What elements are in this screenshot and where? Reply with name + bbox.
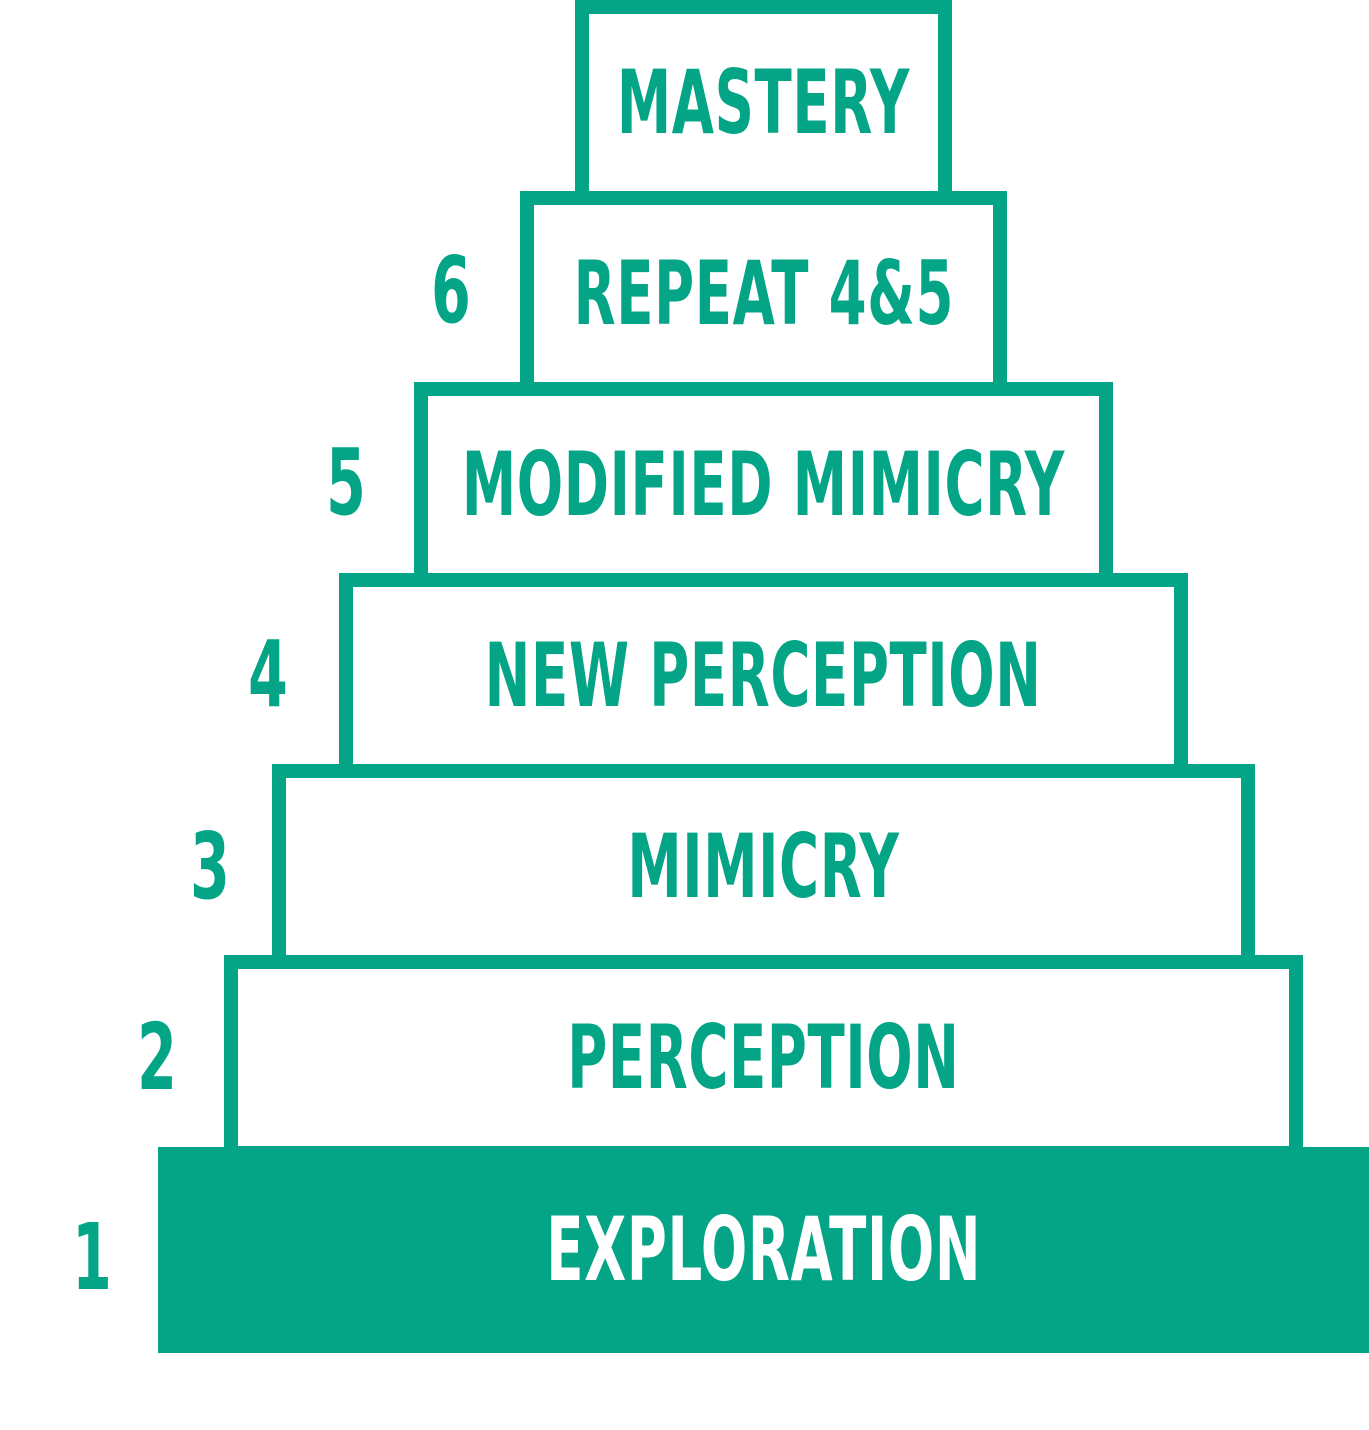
step-label: PERCEPTION: [567, 1005, 960, 1109]
step-mastery: MASTERY: [575, 0, 952, 205]
step-number: 4: [248, 621, 288, 728]
step-mimicry: MIMICRY: [272, 764, 1255, 969]
step-new-perception: NEW PERCEPTION: [339, 573, 1188, 778]
step-number: 5: [326, 429, 366, 536]
step-exploration: EXPLORATION: [158, 1147, 1369, 1353]
step-label: NEW PERCEPTION: [485, 623, 1042, 727]
step-number: 3: [190, 813, 230, 920]
step-label: MIMICRY: [627, 814, 900, 918]
step-label: EXPLORATION: [546, 1198, 981, 1301]
step-number: 1: [72, 1204, 112, 1311]
step-number: 2: [137, 1004, 177, 1111]
step-number: 6: [431, 237, 471, 344]
step-repeat: REPEAT 4&5: [520, 191, 1007, 396]
step-perception: PERCEPTION: [224, 955, 1303, 1160]
step-label: MODIFIED MIMICRY: [461, 432, 1066, 536]
step-modified-mimicry: MODIFIED MIMICRY: [414, 382, 1113, 587]
step-label: REPEAT 4&5: [573, 241, 954, 345]
step-label: MASTERY: [616, 50, 911, 154]
